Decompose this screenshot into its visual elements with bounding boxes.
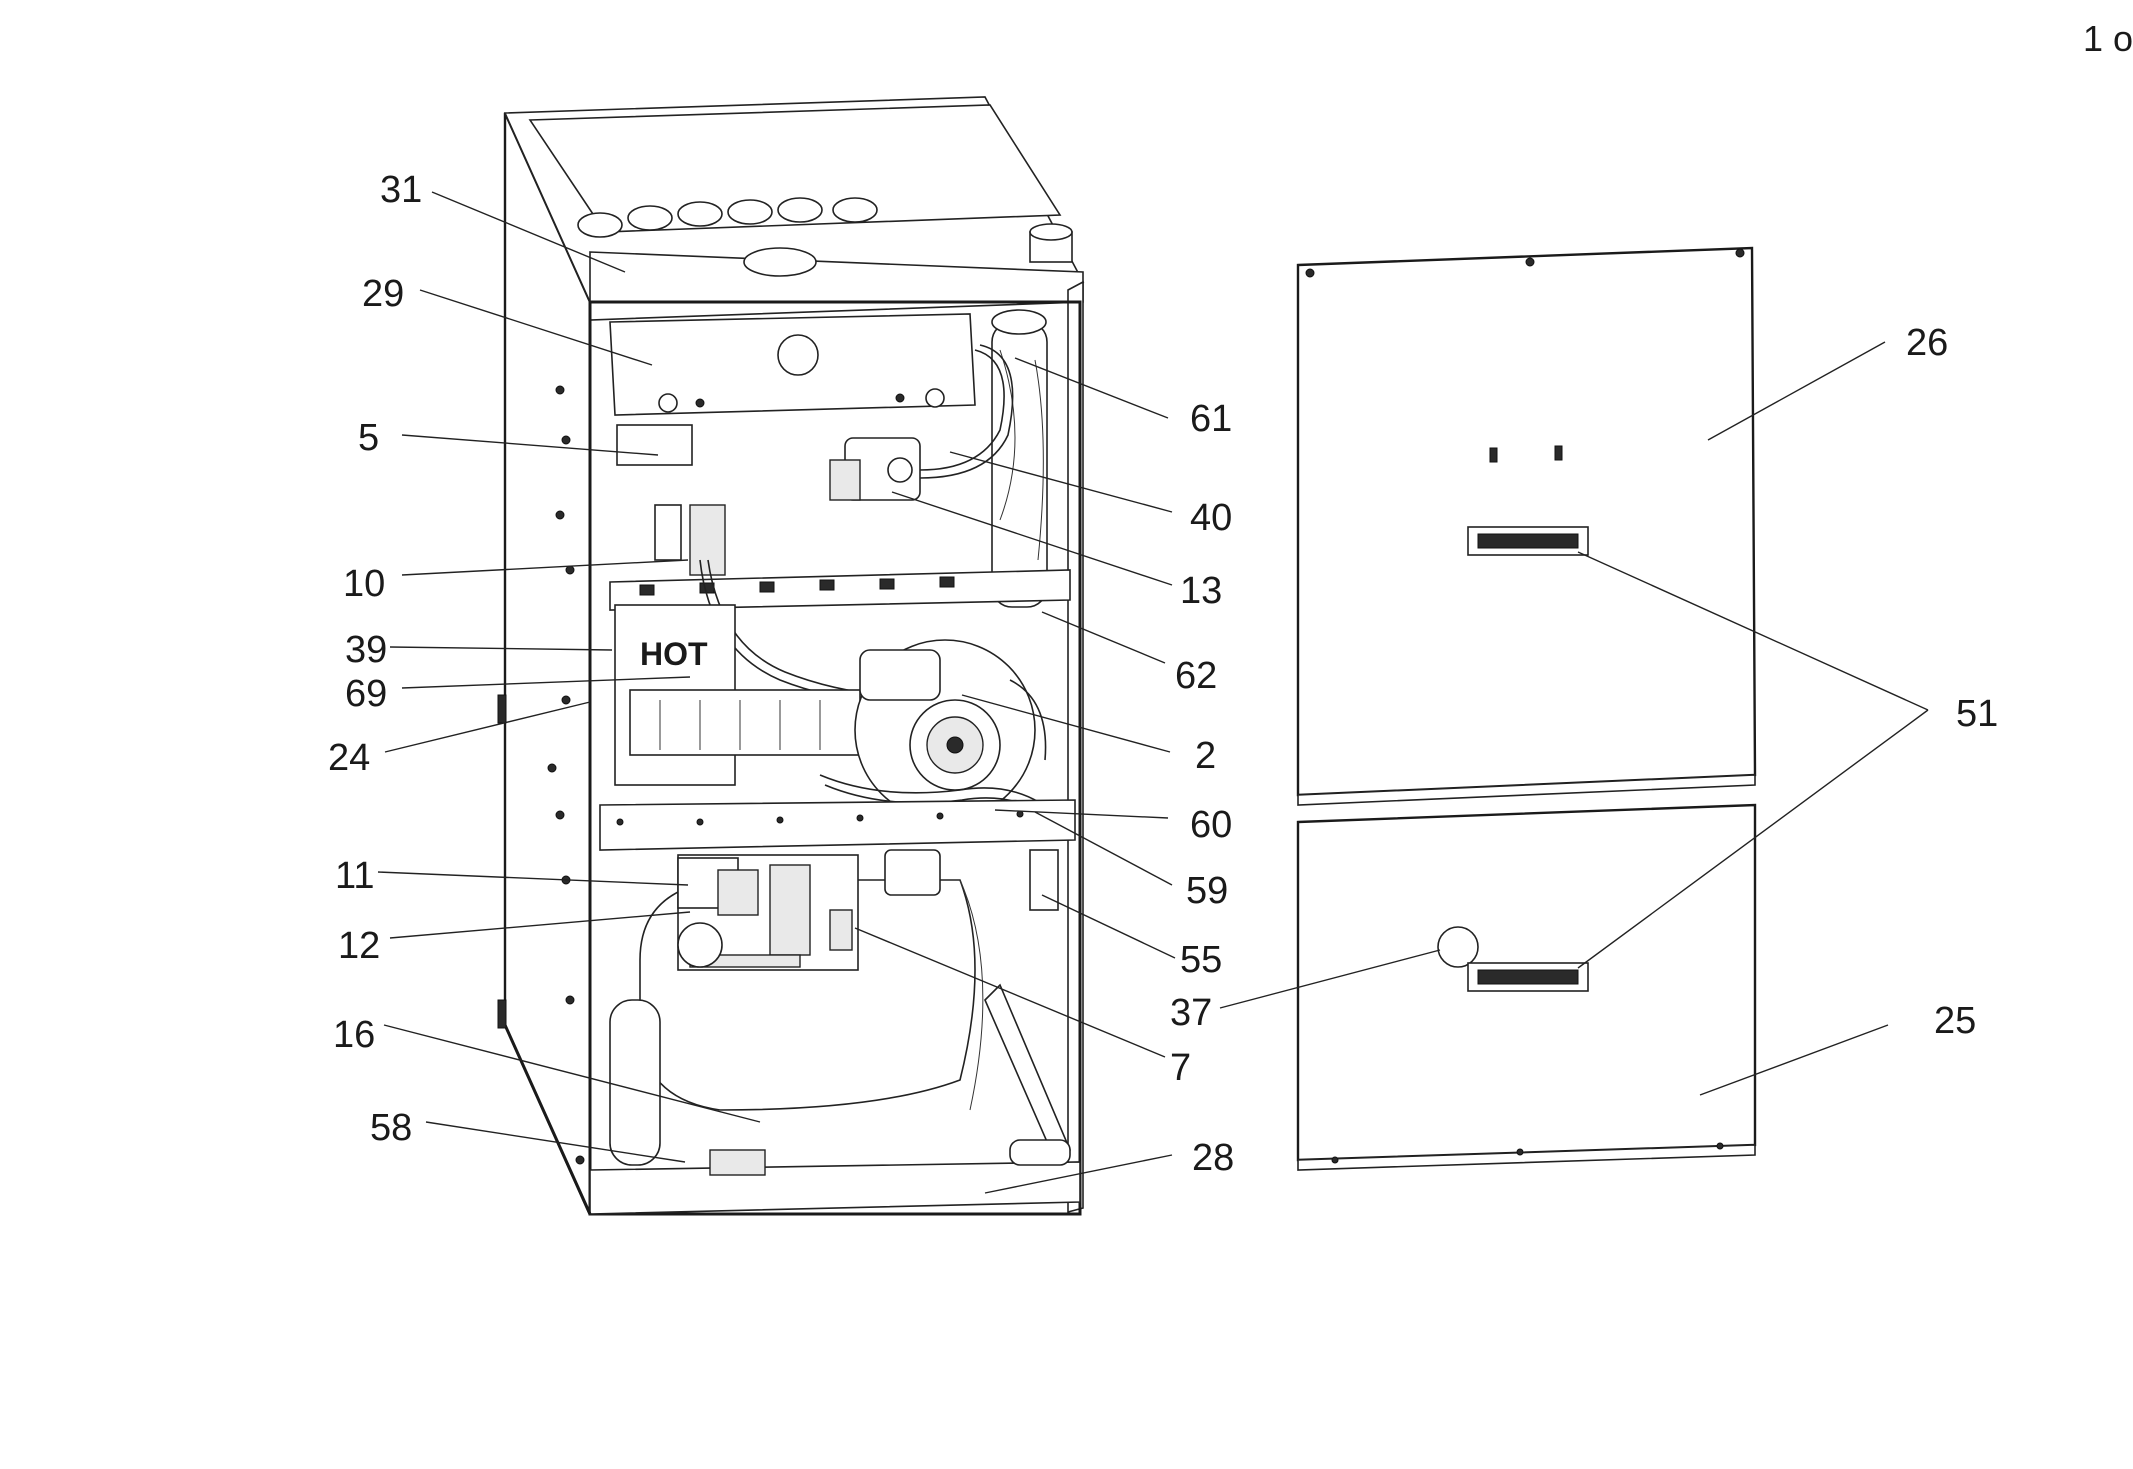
page-number-label: 1 o xyxy=(2083,18,2133,59)
blower-capacitor xyxy=(884,849,941,896)
callout-39: 39 xyxy=(345,629,387,671)
callout-58: 58 xyxy=(370,1107,412,1149)
callout-10: 10 xyxy=(343,563,385,605)
callout-13: 13 xyxy=(1180,570,1222,612)
callout-5: 5 xyxy=(358,417,379,459)
drain-fitting xyxy=(709,1149,766,1176)
callout-24: 24 xyxy=(328,737,370,779)
hot-warning-label: HOT xyxy=(640,636,708,672)
pressure-switch xyxy=(829,437,921,501)
blower-deck-holes xyxy=(616,810,1024,826)
sight-glass xyxy=(1437,926,1479,968)
callout-31: 31 xyxy=(380,169,422,211)
callout-16: 16 xyxy=(333,1014,375,1056)
inducer-blower xyxy=(854,639,1047,821)
callout-28: 28 xyxy=(1192,1137,1234,1179)
callout-55: 55 xyxy=(1180,939,1222,981)
callout-40: 40 xyxy=(1190,497,1232,539)
callout-60: 60 xyxy=(1190,804,1232,846)
bottom-brace xyxy=(984,983,1071,1162)
callout-7: 7 xyxy=(1170,1047,1191,1089)
furnace-cabinet xyxy=(497,96,1085,1216)
callout-11: 11 xyxy=(335,855,374,897)
transformer xyxy=(677,857,759,968)
burner-shelf-tabs xyxy=(639,576,955,596)
burner-shelf xyxy=(609,569,1071,611)
callout-29: 29 xyxy=(362,273,404,315)
callout-62: 62 xyxy=(1175,655,1217,697)
vent-pipe xyxy=(991,309,1048,608)
upper-door-panel[interactable] xyxy=(1296,246,1757,797)
leader-lines xyxy=(377,191,1929,1194)
door-screw-left xyxy=(1489,447,1498,463)
callout-2: 2 xyxy=(1195,735,1216,777)
callout-26: 26 xyxy=(1906,322,1948,364)
burner-manifold xyxy=(629,689,861,756)
top-knockouts xyxy=(577,197,1073,277)
callout-labels: 31 29 5 10 39 69 24 11 12 16 58 61 40 13… xyxy=(328,169,1998,1179)
pressure-tubing xyxy=(919,349,1005,471)
callout-61: 61 xyxy=(1190,398,1232,440)
return-filter-frame xyxy=(609,999,661,1166)
callout-51: 51 xyxy=(1956,693,1998,735)
bottom-left-edge xyxy=(503,1024,592,1215)
rollout-switch xyxy=(689,504,726,576)
lower-compartment xyxy=(609,849,1071,1176)
door-screw-right xyxy=(1554,445,1563,461)
upper-door-group xyxy=(1296,246,1757,806)
blower-deck xyxy=(599,799,1076,851)
callout-59: 59 xyxy=(1186,870,1228,912)
callout-25: 25 xyxy=(1934,1000,1976,1042)
front-frame xyxy=(588,300,1082,1216)
lower-door-group xyxy=(1296,803,1757,1171)
callout-12: 12 xyxy=(338,925,380,967)
callout-69: 69 xyxy=(345,673,387,715)
burner-compartment: HOT xyxy=(599,604,1076,851)
callout-37: 37 xyxy=(1170,992,1212,1034)
wire-harness xyxy=(819,774,1061,819)
limit-switch-bracket xyxy=(616,424,693,466)
top-opening xyxy=(528,104,1062,233)
side-panel-fasteners xyxy=(497,385,585,1165)
